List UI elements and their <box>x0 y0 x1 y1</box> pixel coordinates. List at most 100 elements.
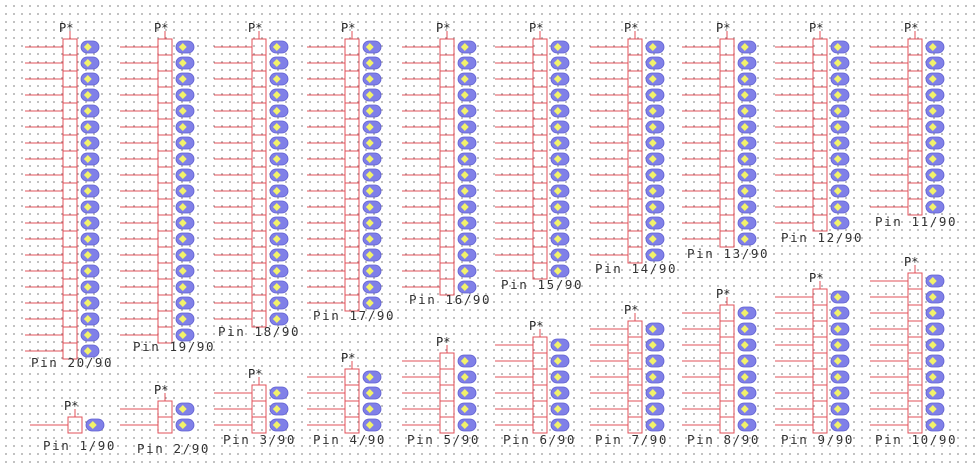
drill-hole-icon <box>365 187 374 195</box>
drill-hole-icon <box>833 139 842 147</box>
body-outline <box>251 384 267 434</box>
value-label: Pin 3/90 <box>223 432 296 447</box>
drill-hole-icon <box>460 139 469 147</box>
reference-label: P* <box>904 255 918 269</box>
drill-hole-icon <box>272 405 281 413</box>
value-label: Pin 10/90 <box>875 432 957 447</box>
footprint-pin-10[interactable]: P* Pin 10/90 <box>870 255 957 447</box>
drill-hole-icon <box>178 235 187 243</box>
drill-hole-icon <box>178 251 187 259</box>
drill-hole-icon <box>460 283 469 291</box>
drill-hole-icon <box>460 155 469 163</box>
value-label: Pin 15/90 <box>501 277 583 292</box>
drill-hole-icon <box>928 155 937 163</box>
drill-hole-icon <box>365 389 374 397</box>
body-outline <box>627 320 643 434</box>
drill-hole-icon <box>553 155 562 163</box>
drill-hole-icon <box>553 235 562 243</box>
drill-hole-icon <box>833 203 842 211</box>
drill-hole-icon <box>178 331 187 339</box>
drill-hole-icon <box>83 251 92 259</box>
drill-hole-icon <box>648 203 657 211</box>
reference-label: P* <box>809 21 823 35</box>
drill-hole-icon <box>178 219 187 227</box>
drill-hole-icon <box>83 107 92 115</box>
footprint-pin-4[interactable]: P*Pin 4/90 <box>307 351 386 447</box>
drill-hole-icon <box>178 187 187 195</box>
reference-label: P* <box>716 287 730 301</box>
drill-hole-icon <box>83 139 92 147</box>
drill-hole-icon <box>365 139 374 147</box>
drill-hole-icon <box>83 187 92 195</box>
drill-hole-icon <box>740 139 749 147</box>
drill-hole-icon <box>178 267 187 275</box>
footprint-pin-15[interactable]: P* Pin 15/90 <box>495 21 583 292</box>
footprint-pin-18[interactable]: P*Pin 18/90 <box>214 21 300 339</box>
footprint-pin-7[interactable]: P*Pin 7/90 <box>590 303 668 447</box>
reference-label: P* <box>529 319 543 333</box>
reference-label: P* <box>64 399 78 413</box>
body-outline <box>344 38 360 312</box>
footprint-pin-11[interactable]: P* Pin 11/90 <box>870 21 957 229</box>
footprint-pin-19[interactable]: P*Pin 19/90 <box>120 21 215 354</box>
footprint-pin-9[interactable]: P*Pin 9/90 <box>775 271 854 447</box>
drill-hole-icon <box>928 171 937 179</box>
footprint-pin-2[interactable]: P*Pin 2/90 <box>120 383 210 456</box>
value-label: Pin 11/90 <box>875 214 957 229</box>
reference-label: P* <box>436 21 450 35</box>
drill-hole-icon <box>83 155 92 163</box>
drill-hole-icon <box>740 235 749 243</box>
drill-hole-icon <box>272 155 281 163</box>
drill-hole-icon <box>365 421 374 429</box>
body-outline <box>719 38 735 248</box>
footprint-pin-17[interactable]: P* Pin 17/90 <box>307 21 395 323</box>
body-outline <box>157 38 173 344</box>
drill-hole-icon <box>178 59 187 67</box>
reference-label: P* <box>904 21 918 35</box>
value-label: Pin 6/90 <box>503 432 576 447</box>
value-label: Pin 17/90 <box>313 308 395 323</box>
drill-hole-icon <box>365 235 374 243</box>
drill-hole-icon <box>272 235 281 243</box>
reference-label: P* <box>59 21 73 35</box>
reference-label: P* <box>716 21 730 35</box>
drill-hole-icon <box>460 373 469 381</box>
reference-label: P* <box>154 21 168 35</box>
footprint-pin-16[interactable]: P* Pin 16/90 <box>402 21 491 307</box>
reference-label: P* <box>529 21 543 35</box>
value-label: Pin 16/90 <box>409 292 491 307</box>
value-label: Pin 12/90 <box>781 230 863 245</box>
value-label: Pin 14/90 <box>595 261 677 276</box>
footprint-pin-5[interactable]: P*Pin 5/90 <box>402 335 480 447</box>
footprint-pin-8[interactable]: P*Pin 8/90 <box>682 287 760 447</box>
drill-hole-icon <box>83 171 92 179</box>
drill-hole-icon <box>272 267 281 275</box>
drill-hole-icon <box>740 155 749 163</box>
drill-hole-icon <box>648 139 657 147</box>
drill-hole-icon <box>460 187 469 195</box>
drill-hole-icon <box>928 187 937 195</box>
footprint-pin-20[interactable]: P*Pin 20/90 <box>25 21 113 370</box>
drill-hole-icon <box>178 421 187 429</box>
drill-hole-icon <box>460 405 469 413</box>
drill-hole-icon <box>365 155 374 163</box>
drill-hole-icon <box>272 421 281 429</box>
drill-hole-icon <box>83 75 92 83</box>
drill-hole-icon <box>833 155 842 163</box>
value-label: Pin 1/90 <box>43 438 116 453</box>
footprint-pin-3[interactable]: P*Pin 3/90 <box>214 367 296 447</box>
footprint-pin-6[interactable]: P* Pin 6/90 <box>495 319 576 447</box>
drill-hole-icon <box>460 389 469 397</box>
footprint-pin-13[interactable]: P* Pin 13/90 <box>682 21 769 261</box>
footprint-pin-12[interactable]: P* Pin 12/90 <box>775 21 863 245</box>
footprint-pin-14[interactable]: P*Pin 14/90 <box>590 21 677 276</box>
drill-hole-icon <box>83 203 92 211</box>
drill-hole-icon <box>460 267 469 275</box>
value-label: Pin 13/90 <box>687 246 769 261</box>
reference-label: P* <box>341 21 355 35</box>
drill-hole-icon <box>83 123 92 131</box>
footprint-pin-1[interactable]: P* Pin 1/90 <box>30 399 116 453</box>
drill-hole-icon <box>272 171 281 179</box>
